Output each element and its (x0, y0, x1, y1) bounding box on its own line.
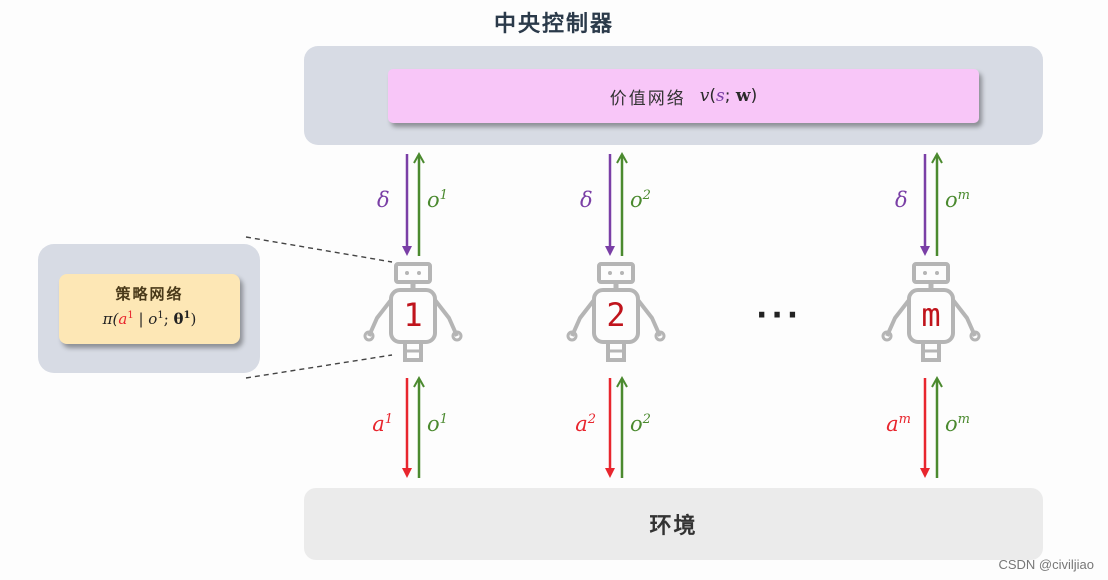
formula-o-sup: 1 (157, 310, 164, 321)
agent-3-obs-up-arrow-top-head (931, 151, 943, 164)
agent-1-obs-label-bottom-base: o (427, 412, 440, 436)
agent-3-obs-label-top: om (945, 188, 970, 212)
agent-2-robot-eye-right (620, 271, 624, 275)
formula-paren-close: ) (750, 86, 758, 106)
policy-network-box: 策略网络 π(a1 | o1; θ1) (59, 274, 240, 344)
agent-1-robot-hand-right (451, 330, 463, 342)
agent-3-delta-label-base: δ (895, 188, 908, 212)
agent-2-delta-label: δ (580, 188, 593, 212)
policy-network-label: 策略网络 (115, 285, 184, 303)
agent-3-obs-label-bottom-base: o (945, 412, 958, 436)
agent-3-number: m (921, 296, 941, 334)
agent-2-obs-label-top-sup: 2 (642, 188, 651, 203)
agent-2-action-label: a2 (556, 412, 596, 436)
agent-3-action-label-sup: m (898, 412, 911, 427)
agent-3-robot-arm-right (951, 298, 977, 337)
agent-2-obs-label-top: o2 (630, 188, 651, 212)
agent-3-robot-hand-right (969, 330, 981, 342)
agent-1-obs-label-bottom: o1 (427, 412, 448, 436)
agent-3-obs-label-bottom: om (945, 412, 970, 436)
ellipsis: ··· (756, 298, 803, 333)
environment-label: 环境 (649, 513, 698, 539)
formula-sep: ; (724, 86, 736, 106)
formula-bar: | (133, 310, 149, 328)
value-network-formula: v(s; w) (700, 86, 757, 106)
agent-2-robot-hand-left (566, 330, 578, 342)
value-network-label: 价值网络 (609, 88, 686, 109)
formula-pi: π( (102, 310, 119, 328)
agent-2-obs-label-bottom-base: o (630, 412, 643, 436)
formula-theta-sup: 1 (183, 310, 191, 321)
formula-a: a (118, 310, 128, 328)
formula-o: o (148, 310, 158, 328)
formula-w: w (735, 86, 751, 106)
agent-2-number: 2 (606, 296, 626, 334)
agent-1-robot-arm-left (367, 298, 393, 337)
policy-network-formula: π(a1 | o1; θ1) (59, 310, 240, 328)
formula-v: v (699, 86, 710, 106)
agent-2-obs-label-bottom-sup: 2 (642, 412, 651, 427)
formula-sep: ; (163, 310, 174, 328)
agent-1-action-arrow-head (402, 468, 412, 478)
agent-1-number: 1 (403, 296, 423, 334)
agent-2-robot-hand-right (654, 330, 666, 342)
agent-1-delta-arrow-head (402, 246, 412, 256)
watermark: CSDN @civiljiao (998, 557, 1094, 572)
agent-3-obs-label-bottom-sup: m (957, 412, 970, 427)
agent-2-action-label-sup: 2 (587, 412, 596, 427)
agent-1-obs-label-top-base: o (427, 188, 440, 212)
agent-1-action-label-base: a (372, 412, 385, 436)
agent-1-delta-label-base: δ (377, 188, 390, 212)
agent-1-obs-up-arrow-top-head (413, 151, 425, 164)
agent-3-action-arrow-head (920, 468, 930, 478)
agent-1-robot-arm-right (433, 298, 459, 337)
agent-2-obs-up-arrow-top-head (616, 151, 628, 164)
zoom-line-bottom (245, 354, 393, 379)
agent-3-robot-arm-left (885, 298, 911, 337)
agent-3-robot-eye-right (935, 271, 939, 275)
agent-3-obs-label-top-sup: m (957, 188, 970, 203)
environment-panel: 环境 (304, 488, 1043, 560)
agent-2-obs-up-arrow-bottom-head (616, 375, 628, 388)
agent-3-obs-up-arrow-bottom-head (931, 375, 943, 388)
agent-1-robot-eye-left (405, 271, 409, 275)
agent-1-robot-eye-right (417, 271, 421, 275)
agent-2-delta-arrow-head (605, 246, 615, 256)
agent-3-action-label: am (871, 412, 911, 436)
formula-close: ) (190, 310, 197, 328)
agent-2-delta-label-base: δ (580, 188, 593, 212)
agent-2-robot-eye-left (608, 271, 612, 275)
agent-3-robot-hand-left (881, 330, 893, 342)
agent-1-obs-up-arrow-bottom-head (413, 375, 425, 388)
agent-2-obs-label-bottom: o2 (630, 412, 651, 436)
formula-s: s (716, 86, 725, 106)
central-controller-title: 中央控制器 (493, 11, 614, 37)
agent-2-robot-arm-right (636, 298, 662, 337)
agent-3-delta-arrow-head (920, 246, 930, 256)
agent-2-robot-head (597, 262, 635, 284)
agent-2-action-label-base: a (575, 412, 588, 436)
agent-1-obs-label-top-sup: 1 (439, 188, 448, 203)
agent-3-robot-eye-left (923, 271, 927, 275)
zoom-line-top (245, 236, 393, 263)
agent-1-action-label-sup: 1 (384, 412, 393, 427)
agent-2-action-arrow-head (605, 468, 615, 478)
value-network-box: 价值网络 v(s; w) (388, 69, 979, 123)
agent-1-delta-label: δ (377, 188, 390, 212)
formula-paren-open: ( (709, 86, 717, 106)
agent-1-obs-label-bottom-sup: 1 (439, 412, 448, 427)
agent-1-action-label: a1 (353, 412, 393, 436)
agent-3-delta-label: δ (895, 188, 908, 212)
agent-3-action-label-base: a (886, 412, 899, 436)
agent-3-robot-head (912, 262, 950, 284)
agent-1-robot-hand-left (363, 330, 375, 342)
agent-2-obs-label-top-base: o (630, 188, 643, 212)
agent-2-robot-arm-left (570, 298, 596, 337)
agent-3-obs-label-top-base: o (945, 188, 958, 212)
formula-a-sup: 1 (127, 310, 134, 321)
agent-1-obs-label-top: o1 (427, 188, 448, 212)
agent-1-robot-head (394, 262, 432, 284)
formula-theta: θ (173, 310, 184, 328)
